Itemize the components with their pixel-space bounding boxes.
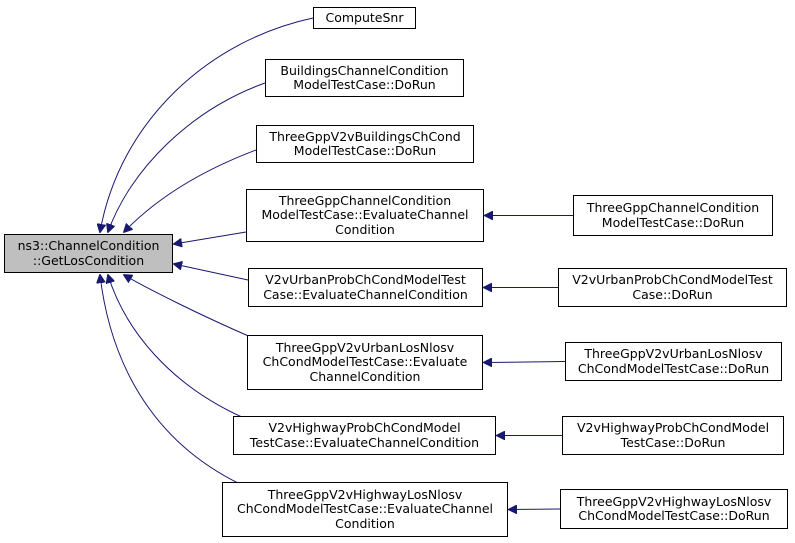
call-edge: [100, 275, 241, 485]
node-label-line: ModelTestCase::DoRun: [601, 214, 745, 230]
node-label-line: TestCase::EvaluateChannelCondition: [249, 434, 480, 450]
node-label-line: ::GetLosCondition: [32, 252, 145, 268]
node-label-line: V2vHighwayProbChCondModel: [576, 420, 770, 435]
call-edge: [108, 275, 245, 419]
node-label-line: V2vUrbanProbChCondModelTest: [265, 272, 466, 287]
node-label-line: ChCondModelTestCase::DoRun: [578, 508, 770, 523]
call-edge: [484, 362, 566, 363]
node-label-line: V2vHighwayProbChCondModel: [268, 420, 461, 435]
node-label-line: ThreeGppV2vBuildingsChCond: [269, 128, 461, 144]
call-edge: [124, 149, 257, 232]
node-label-line: ModelTestCase::DoRun: [293, 143, 437, 158]
node-label-line: ModelTestCase::DoRun: [293, 77, 436, 92]
node-compute-snr[interactable]: ComputeSnr: [313, 7, 416, 29]
call-edge: [174, 231, 247, 244]
node-label-line: BuildingsChannelCondition: [280, 62, 449, 78]
node-label-line: ThreeGppV2vUrbanLosNlosv: [584, 346, 763, 361]
node-label-line: ChannelCondition: [309, 368, 421, 384]
node-label-line: Condition: [335, 515, 395, 531]
node-label-line: ThreeGppV2vHighwayLosNlosv: [267, 486, 463, 502]
node-label-line: ModelTestCase::EvaluateChannel: [261, 207, 469, 223]
call-edge: [174, 264, 249, 281]
node-label-line: TestCase::DoRun: [620, 434, 726, 450]
call-edge: [108, 82, 266, 232]
node-label-line: ChCondModelTestCase::DoRun: [577, 360, 770, 376]
node-label-line: ChCondModelTestCase::Evaluate: [262, 354, 468, 370]
node-label-line: Case::EvaluateChannelCondition: [263, 286, 468, 302]
node-label-line: ChCondModelTestCase::EvaluateChannel: [237, 501, 493, 517]
call-edge: [509, 509, 561, 510]
node-label-line: ThreeGppV2vUrbanLosNlosv: [275, 339, 455, 355]
node-label-line: V2vUrbanProbChCondModelTest: [572, 272, 773, 287]
call-edge: [124, 275, 254, 339]
node-label-line: ThreeGppChannelCondition: [278, 192, 452, 208]
node-label-line: Condition: [335, 221, 395, 237]
node-label-line: ThreeGppV2vHighwayLosNlosv: [576, 493, 772, 509]
node-label-line: ComputeSnr: [325, 9, 404, 25]
call-edge: [100, 17, 314, 232]
node-label-line: ThreeGppChannelCondition: [586, 200, 760, 215]
node-label-line: Case::DoRun: [632, 286, 713, 302]
node-label-line: ns3::ChannelCondition: [17, 238, 160, 253]
node-get-los-condition: ns3::ChannelCondition::GetLosCondition: [4, 234, 173, 273]
